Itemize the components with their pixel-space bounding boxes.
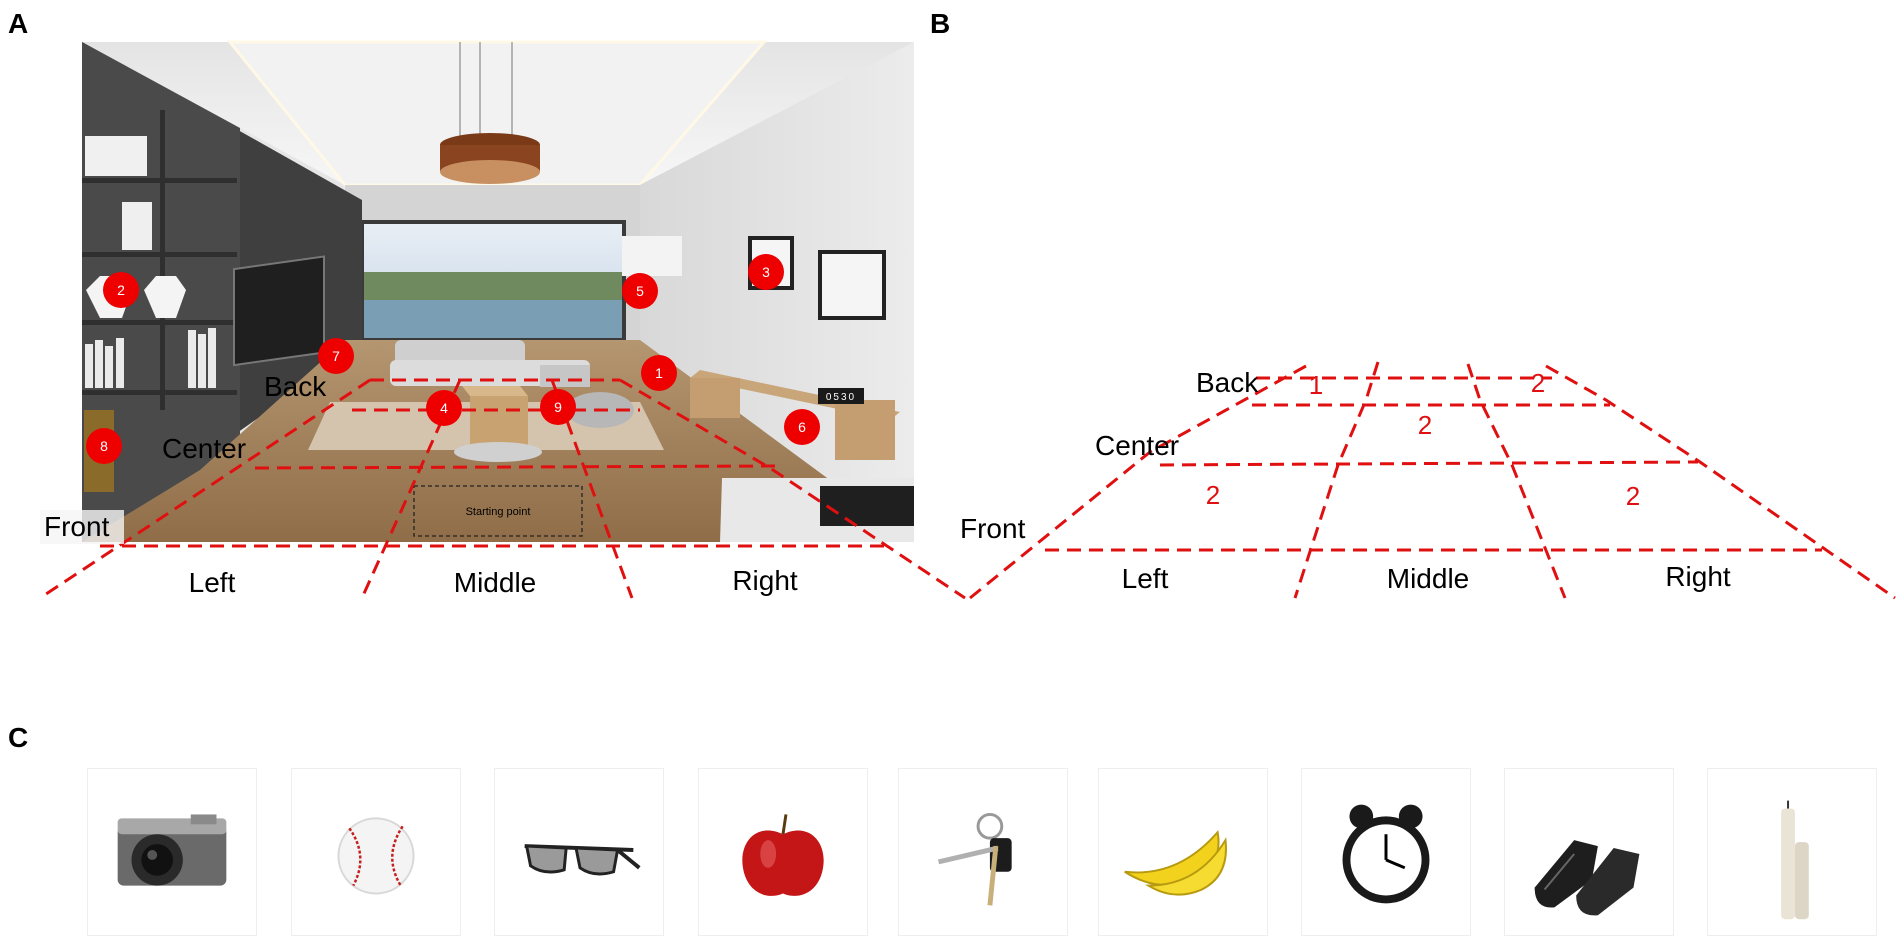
camera-icon: [117, 814, 227, 886]
svg-text:3: 3: [762, 264, 770, 280]
object-card-sunglasses: [494, 768, 664, 936]
apple-icon: [742, 814, 824, 896]
baseball-icon: [337, 817, 415, 895]
marker-4: 4: [426, 390, 462, 426]
panel-label-a: A: [8, 8, 29, 39]
svg-text:4: 4: [440, 400, 448, 416]
col-label-right: Right: [732, 565, 798, 596]
alarm-clock-icon: [1342, 804, 1430, 904]
svg-text:5: 5: [636, 283, 644, 299]
cell-number-front-left: 2: [1206, 480, 1220, 510]
row-label-front: Front: [44, 511, 110, 542]
svg-text:7: 7: [332, 348, 340, 364]
starting-point-label: Starting point: [466, 506, 531, 518]
object-card-keys: [898, 768, 1068, 936]
svg-text:9: 9: [554, 399, 562, 415]
svg-text:2: 2: [117, 282, 125, 298]
marker-1: 1: [641, 355, 677, 391]
col-label-left: Left: [1122, 563, 1169, 594]
object-card-candles: [1707, 768, 1877, 936]
candles-icon: [1781, 800, 1809, 920]
keys-icon: [937, 812, 1012, 906]
row-label-center: Center: [1095, 430, 1179, 461]
object-card-apple: [698, 768, 868, 936]
svg-text:1: 1: [655, 365, 663, 381]
col-label-right: Right: [1665, 561, 1731, 592]
marker-9: 9: [540, 389, 576, 425]
cell-number-back-right: 2: [1531, 368, 1545, 398]
cell-number-front-right: 2: [1626, 481, 1640, 511]
cell-number-center-middle: 2: [1418, 410, 1432, 440]
cell-number-back-left: 1: [1309, 370, 1323, 400]
row-label-back: Back: [1196, 367, 1259, 398]
marker-3: 3: [748, 254, 784, 290]
marker-2: 2: [103, 272, 139, 308]
marker-5: 5: [622, 273, 658, 309]
object-card-banana: [1098, 768, 1268, 936]
panel-a-scene: 0530 Starting point 1 2 3 4 5 6 7 8 9 Ba…: [39, 40, 966, 600]
panel-label-b: B: [930, 8, 951, 39]
col-label-middle: Middle: [454, 567, 536, 598]
row-label-back: Back: [264, 371, 327, 402]
marker-8: 8: [86, 428, 122, 464]
marker-7: 7: [318, 338, 354, 374]
col-label-middle: Middle: [1387, 563, 1469, 594]
panel-a-grid: [39, 378, 966, 600]
banana-icon: [1124, 830, 1227, 896]
room-photo: 0530 Starting point: [82, 40, 914, 542]
row-label-center: Center: [162, 433, 246, 464]
svg-text:6: 6: [798, 419, 806, 435]
marker-6: 6: [784, 409, 820, 445]
row-label-front: Front: [960, 513, 1026, 544]
desk-clock-digits: 0530: [826, 392, 856, 403]
sunglasses-icon: [524, 844, 641, 876]
object-card-dress-shoes: [1504, 768, 1674, 936]
col-label-left: Left: [189, 567, 236, 598]
object-card-camera: [87, 768, 257, 936]
dress-shoes-icon: [1534, 840, 1640, 916]
panel-b-grid-diagram: 1 2 2 2 2 Back Center Front Left Middle …: [960, 361, 1896, 600]
panel-b-grid: [969, 361, 1896, 600]
object-card-baseball: [291, 768, 461, 936]
panel-label-c: C: [8, 722, 29, 753]
object-card-alarm-clock: [1301, 768, 1471, 936]
svg-text:8: 8: [100, 438, 108, 454]
